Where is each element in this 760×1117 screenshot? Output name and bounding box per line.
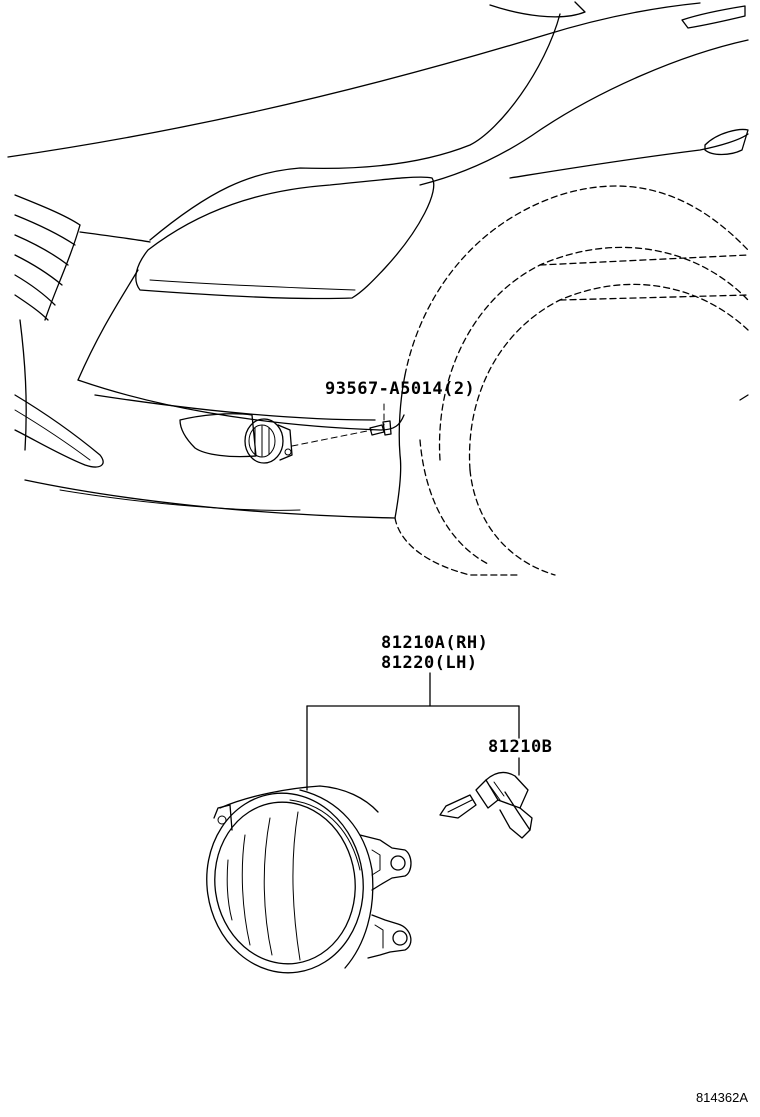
screw-part-label: 93567-A5014(2) xyxy=(325,379,475,399)
bulb xyxy=(439,771,533,839)
figure-reference: 814362A xyxy=(696,1090,748,1105)
fog-lamp-assembly xyxy=(206,785,412,974)
car-front-illustration xyxy=(7,1,749,576)
fog-lamp-lh-label: 81220(LH) xyxy=(381,653,478,673)
fog-lamp-rh-label: 81210A(RH) xyxy=(381,633,488,653)
leader-lines xyxy=(306,672,520,791)
bulb-part-label: 81210B xyxy=(488,737,552,757)
